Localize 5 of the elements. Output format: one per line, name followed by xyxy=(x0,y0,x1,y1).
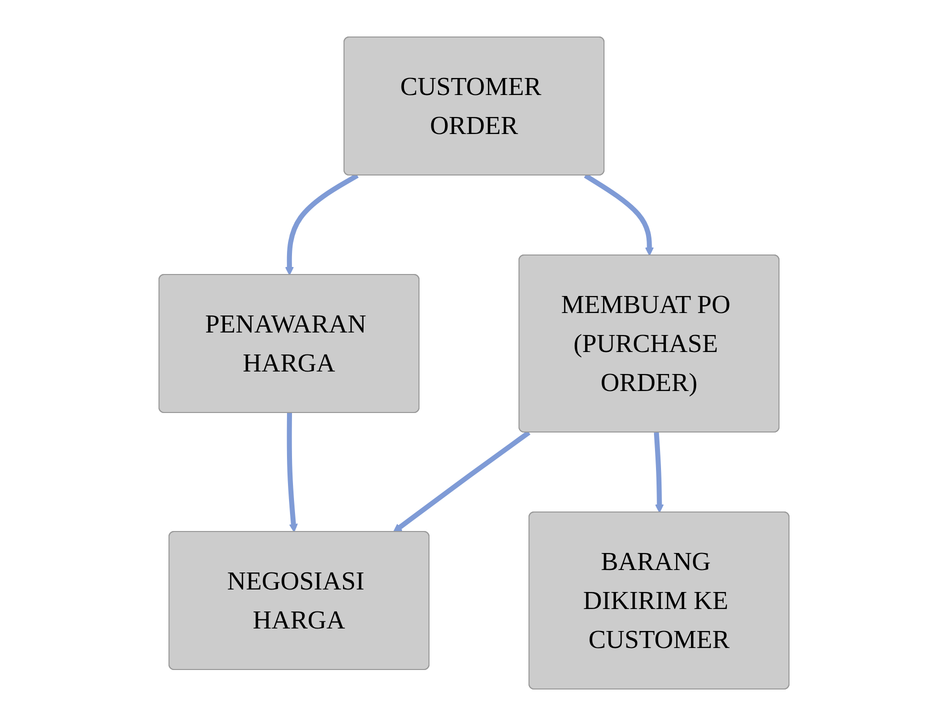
arrow xyxy=(285,172,359,275)
arrow xyxy=(393,430,530,532)
arrow xyxy=(654,432,664,512)
arrow xyxy=(286,412,298,532)
arrow xyxy=(584,172,654,256)
